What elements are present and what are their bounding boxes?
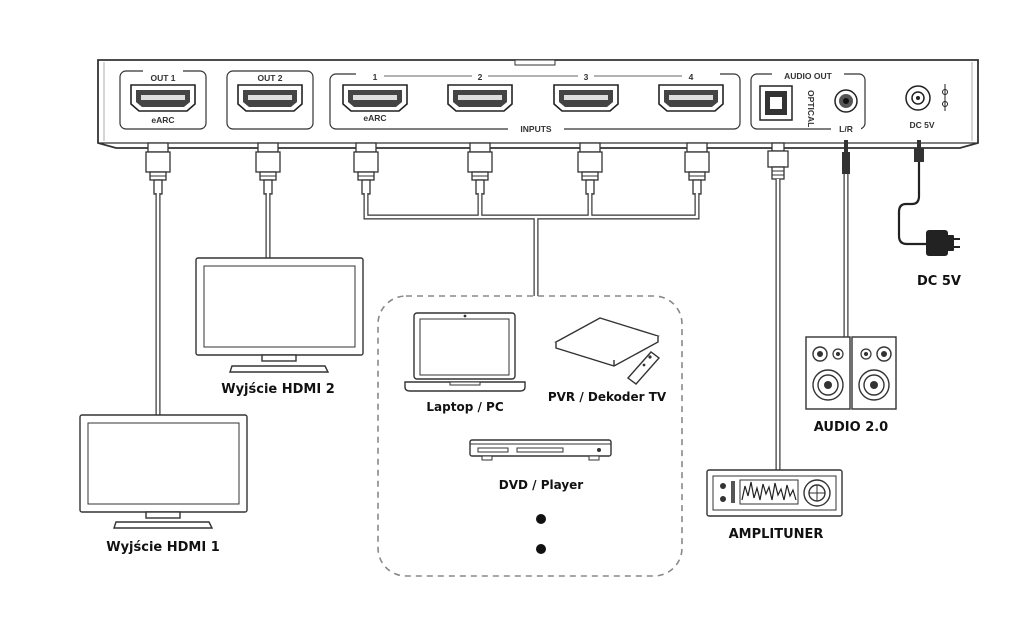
audio-label: AUDIO 2.0 — [814, 420, 888, 435]
amplifier-icon — [706, 469, 843, 517]
out2-label: OUT 2 — [257, 73, 282, 83]
polarity-icon — [942, 84, 948, 111]
optical-label: OPTICAL — [806, 90, 816, 127]
hdmi-port-icon — [237, 84, 303, 112]
hdmi-port-icon — [342, 84, 408, 112]
remote-icon — [626, 351, 661, 385]
inputs-label: INPUTS — [520, 124, 552, 134]
dvd-player-icon — [469, 439, 612, 461]
hdmi-cable-plugs — [145, 142, 710, 195]
set-top-box-icon — [554, 317, 660, 367]
power-adapter-icon — [926, 230, 960, 256]
speaker-icon — [851, 336, 897, 410]
hdmi-port-icon — [130, 84, 196, 112]
hdmi-switch: OUT 1 eARC OUT 2 1 2 3 4 eARC INPUTS AUD… — [97, 59, 979, 149]
audio-jack-icon — [834, 89, 858, 113]
input-number-3: 3 — [584, 72, 589, 82]
laptop-label: Laptop / PC — [426, 400, 503, 414]
lr-label: L/R — [839, 124, 853, 134]
out1-label: OUT 1 — [150, 73, 175, 83]
laptop-icon — [404, 312, 526, 392]
hdmi-port-icon — [447, 84, 513, 112]
amplituner-label: AMPLITUNER — [729, 527, 824, 542]
dc-plug — [914, 140, 924, 162]
optical-port-icon — [759, 85, 793, 121]
hdmi-out-2-label: Wyjście HDMI 2 — [221, 382, 335, 397]
audio-out-label: AUDIO OUT — [784, 71, 833, 81]
hdmi-port-icon — [553, 84, 619, 112]
cables — [155, 140, 928, 470]
speaker-icon — [805, 336, 851, 410]
pvr-label: PVR / Dekoder TV — [548, 390, 667, 404]
input1-earc-label: eARC — [363, 113, 386, 123]
dc-port-label: DC 5V — [909, 120, 934, 130]
dc-label: DC 5V — [917, 274, 961, 289]
dc-jack-icon — [905, 85, 931, 111]
more-devices-dot — [536, 544, 546, 554]
tv-monitor-icon — [195, 257, 364, 373]
input-number-1: 1 — [373, 72, 378, 82]
hdmi-out-1-label: Wyjście HDMI 1 — [106, 540, 220, 555]
more-devices-dot — [536, 514, 546, 524]
input-number-2: 2 — [478, 72, 483, 82]
optical-plug — [767, 142, 789, 180]
dvd-label: DVD / Player — [499, 478, 584, 492]
input-number-4: 4 — [689, 72, 694, 82]
tv-monitor-icon — [79, 414, 248, 529]
sources-group — [377, 295, 683, 577]
hdmi-port-icon — [658, 84, 724, 112]
out1-earc-label: eARC — [151, 115, 174, 125]
audio-plug — [842, 140, 850, 174]
